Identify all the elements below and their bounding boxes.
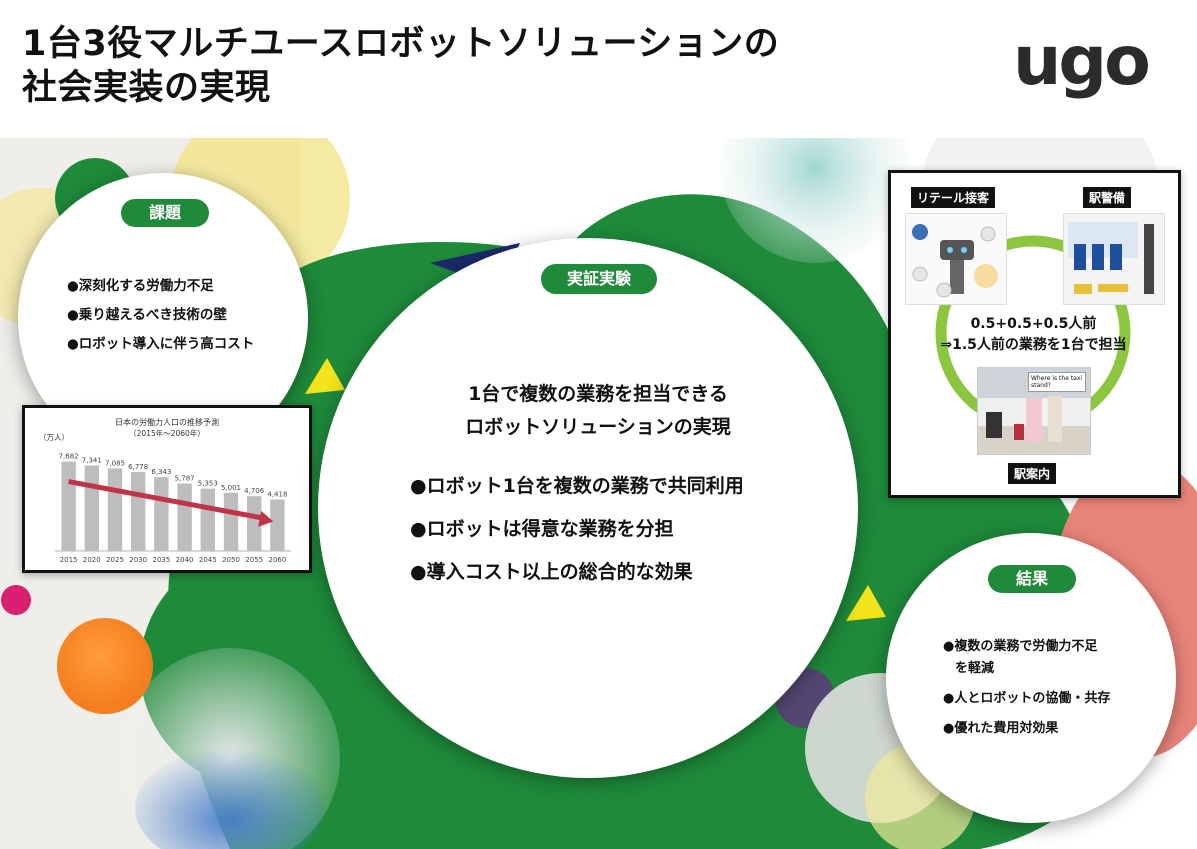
experiment-headline: 1台で複数の業務を担当できる ロボットソリューションの実現 xyxy=(398,378,798,444)
title-line-1: 1台3役マルチユースロボットソリューションの xyxy=(22,24,780,64)
experiment-circle xyxy=(318,238,858,778)
summary-line-2: ⇒1.5人前の業務を1台で担当 xyxy=(940,337,1127,353)
issue-bullet: ●乗り越えるべき技術の壁 xyxy=(67,307,227,323)
page-title: 1台3役マルチユースロボットソリューションの 社会実装の実現 xyxy=(22,22,779,110)
chart-value-label: 7,341 xyxy=(82,456,102,464)
title-line-2: 社会実装の実現 xyxy=(22,68,271,108)
chart-value-label: 6,778 xyxy=(128,463,148,471)
chart-subtitle: （2015年〜2060年） xyxy=(129,428,205,438)
chart-value-label: 5,787 xyxy=(175,475,195,483)
chart-category-label: 2015 xyxy=(60,556,78,564)
ugo-logo: ugo xyxy=(1013,22,1151,101)
speech-bubble: Where is the taxi stand? xyxy=(1028,372,1086,392)
chart-category-label: 2035 xyxy=(152,556,170,564)
chart-category-label: 2030 xyxy=(129,556,147,564)
issue-label: 課題 xyxy=(121,199,209,227)
chart-title: 日本の労働力人口の推移予測 xyxy=(115,417,219,427)
chart-bar xyxy=(223,492,239,551)
chart-category-label: 2020 xyxy=(83,556,101,564)
mic-icon xyxy=(912,266,928,282)
chart-bar xyxy=(107,468,123,551)
chart-value-label: 7,682 xyxy=(59,453,79,461)
guide-photo: Where is the taxi stand? xyxy=(977,367,1091,455)
issue-bullet: ●深刻化する労働力不足 xyxy=(67,278,214,294)
user-icon xyxy=(912,224,928,240)
issue-bullet: ●ロボット導入に伴う高コスト xyxy=(67,336,255,352)
chart-bar xyxy=(177,483,192,551)
chart-category-label: 2040 xyxy=(176,556,194,564)
chart-bar xyxy=(131,472,146,551)
guide-label: 駅案内 xyxy=(1008,463,1057,484)
result-bullet-cont: を軽減 xyxy=(955,661,995,676)
retail-label: リテール接客 xyxy=(911,187,996,208)
experiment-bullet: ●導入コスト以上の総合的な効果 xyxy=(410,561,693,583)
summary-line-1: 0.5+0.5+0.5人前 xyxy=(970,316,1097,332)
roles-panel: リテール接客 駅警備 0.5+0.5+0.5人前 ⇒1.5人前の業務を1台で担当 xyxy=(888,170,1181,498)
chart-bar xyxy=(247,496,262,551)
experiment-bullet: ●ロボット1台を複数の業務で共同利用 xyxy=(410,475,744,497)
chart-category-label: 2045 xyxy=(199,556,217,564)
chart-category-label: 2060 xyxy=(268,556,286,564)
chart-value-label: 4,706 xyxy=(244,487,265,495)
chart-category-label: 2025 xyxy=(106,556,124,564)
speaker-icon xyxy=(936,282,952,298)
chat-icon xyxy=(974,264,998,288)
chart-category-label: 2050 xyxy=(222,556,240,564)
issue-list: ●深刻化する労働力不足 ●乗り越えるべき技術の壁 ●ロボット導入に伴う高コスト xyxy=(67,272,254,359)
chart-bar xyxy=(61,461,76,551)
arrow-triangle-1 xyxy=(305,358,345,394)
result-bullet: ●人とロボットの協働・共存 xyxy=(943,691,1111,706)
chart-bar xyxy=(270,499,285,551)
result-bullet: ●優れた費用対効果 xyxy=(943,721,1059,736)
chart-value-label: 5,001 xyxy=(221,484,241,492)
arrow-triangle-2 xyxy=(846,585,886,621)
chart-value-label: 5,353 xyxy=(198,480,218,488)
chart-bar xyxy=(84,465,99,551)
chart-value-label: 6,343 xyxy=(151,468,171,476)
result-bullet: ●複数の業務で労働力不足 xyxy=(943,639,1098,654)
security-photo xyxy=(1063,213,1165,305)
chart-ylabel: （万人） xyxy=(39,433,69,442)
camera-icon xyxy=(980,226,996,242)
labor-chart: 日本の労働力人口の推移予測 （2015年〜2060年） （万人） 7,682 20… xyxy=(39,417,291,564)
chart-bar xyxy=(200,488,215,551)
experiment-label: 実証実験 xyxy=(541,264,657,294)
experiment-headline-1: 1台で複数の業務を担当できる xyxy=(468,383,728,405)
result-list: ●複数の業務で労働力不足 を軽減 ●人とロボットの協働・共存 ●優れた費用対効果 xyxy=(943,636,1110,740)
security-label: 駅警備 xyxy=(1083,187,1132,208)
experiment-headline-2: ロボットソリューションの実現 xyxy=(465,416,731,438)
chart-category-label: 2055 xyxy=(245,556,263,564)
retail-photo xyxy=(905,213,1007,305)
trend-arrow-head xyxy=(258,511,274,527)
chart-value-label: 7,085 xyxy=(105,459,125,467)
result-label: 結果 xyxy=(988,565,1076,593)
chart-value-label: 4,418 xyxy=(267,491,287,499)
roles-summary: 0.5+0.5+0.5人前 ⇒1.5人前の業務を1台で担当 xyxy=(911,314,1156,356)
labor-chart-panel: 日本の労働力人口の推移予測 （2015年〜2060年） （万人） 7,682 20… xyxy=(22,405,312,573)
experiment-bullet: ●ロボットは得意な業務を分担 xyxy=(410,518,674,540)
chart-bar xyxy=(154,477,169,551)
trend-arrow-line xyxy=(68,479,266,522)
experiment-list: ●ロボット1台を複数の業務で共同利用 ●ロボットは得意な業務を分担 ●導入コスト… xyxy=(410,465,744,594)
robot-head-icon xyxy=(940,240,974,260)
